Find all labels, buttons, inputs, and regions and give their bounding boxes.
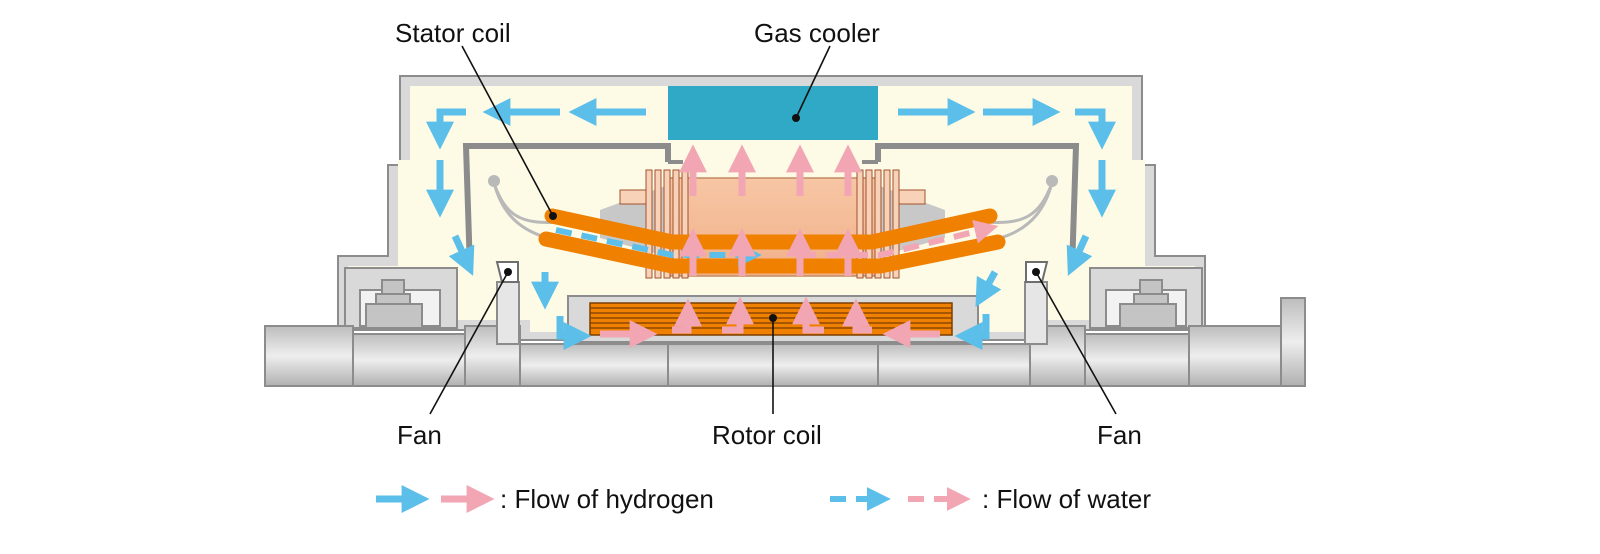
hydrogen-flow-pink bbox=[600, 144, 940, 348]
left-hose-fitting bbox=[488, 175, 500, 187]
right-bearing-pedestal bbox=[1089, 267, 1203, 329]
legend-hydrogen-text: : Flow of hydrogen bbox=[500, 484, 714, 514]
left-bearing-pedestal bbox=[344, 267, 458, 329]
water-flow-pink bbox=[800, 220, 999, 258]
legend-water-text: : Flow of water bbox=[982, 484, 1151, 514]
legend: : Flow of hydrogen : Flow of water bbox=[376, 484, 1151, 514]
stator-core bbox=[600, 169, 945, 279]
rotor-shaft bbox=[264, 297, 1306, 387]
gas-cooler-label: Gas cooler bbox=[754, 18, 880, 48]
leader-lines bbox=[429, 45, 1117, 415]
right-hose-fitting bbox=[1046, 175, 1058, 187]
gas-cooler-block bbox=[668, 86, 878, 140]
rotor-coil-label: Rotor coil bbox=[712, 420, 822, 450]
hydrogen-flow-blue bbox=[426, 98, 1116, 350]
inner-frame bbox=[462, 143, 1080, 271]
fan-left-label: Fan bbox=[397, 420, 442, 450]
fan-right-label: Fan bbox=[1097, 420, 1142, 450]
stator-coils bbox=[538, 208, 1006, 274]
water-flow-blue bbox=[555, 227, 762, 267]
stator-coil-label: Stator coil bbox=[395, 18, 511, 48]
